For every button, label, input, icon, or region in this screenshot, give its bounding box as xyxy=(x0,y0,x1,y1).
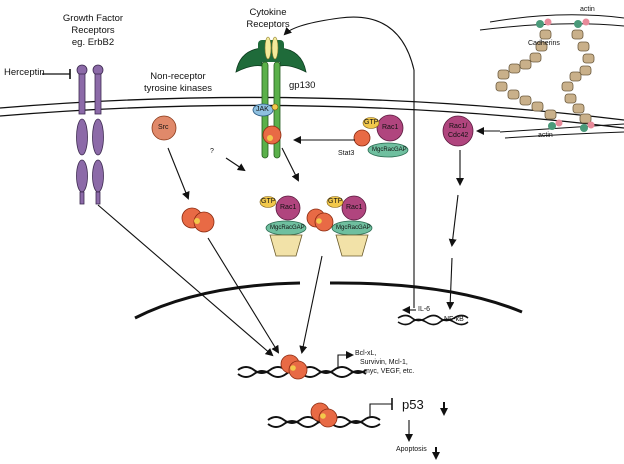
stat3-dimer xyxy=(181,207,215,233)
nuclear-membrane-right xyxy=(329,281,523,314)
label-mgcracgap-left: MgcRacGAP xyxy=(270,225,305,231)
dna-strand-nfkb xyxy=(397,314,469,322)
label-gp130: gp130 xyxy=(289,80,316,91)
label-targets-1: Bcl-xL, xyxy=(355,350,377,357)
label-actin-bottom: actin xyxy=(538,132,553,139)
cadherin-chain xyxy=(495,29,595,124)
actin-filament xyxy=(479,23,624,31)
label-question: ? xyxy=(210,148,214,155)
label-rac1-membrane: Rac1 xyxy=(382,124,399,131)
dna-strand-nfkb-2 xyxy=(397,318,469,326)
stat3-dimer-complex xyxy=(306,208,334,232)
label-rac1-cdc42: Rac1/ xyxy=(449,123,468,130)
actin-filament xyxy=(499,123,624,133)
stat3-bound xyxy=(262,125,282,145)
label-rac1-right: Rac1 xyxy=(346,204,363,211)
label-non-receptor: Non-receptor xyxy=(150,71,206,82)
label-actin-top: actin xyxy=(580,6,595,13)
label-targets-3: myc, VEGF, etc. xyxy=(364,368,415,375)
cell-membrane-inner xyxy=(0,104,624,129)
label-cytokine: Cytokine xyxy=(249,7,287,18)
label-jak: JAK xyxy=(256,106,269,113)
label-stat3: Stat3 xyxy=(338,150,355,157)
label-cadherins: Cadherins xyxy=(528,40,560,47)
signaling-arrows xyxy=(97,16,500,442)
label-gtp-membrane: GTP xyxy=(364,119,379,126)
label-mgcracgap-right: MgcRacGAP xyxy=(336,225,371,231)
label-apoptosis: Apoptosis xyxy=(396,446,427,453)
label-non-receptor-2: tyrosine kinases xyxy=(143,83,213,94)
rac1-membrane xyxy=(376,114,404,142)
label-growth-factor-3: eg. ErbB2 xyxy=(71,37,115,48)
actin-filament xyxy=(504,131,624,139)
label-herceptin: Herceptin xyxy=(4,67,45,78)
label-targets-2: Survivin, Mcl-1, xyxy=(360,359,408,366)
label-rac1-cdc42-2: Cdc42 xyxy=(448,132,469,139)
label-nfkb: NF-κB xyxy=(444,316,464,323)
label-cytokine-2: Receptors xyxy=(246,19,290,30)
erbb2-receptor xyxy=(76,64,104,205)
rac1-complex-left xyxy=(259,195,307,257)
actin-filament xyxy=(489,14,624,23)
label-growth-factor: Growth Factor xyxy=(62,13,124,24)
gtp-membrane xyxy=(362,117,380,129)
label-src: Src xyxy=(158,124,169,131)
rac1-complex-right xyxy=(326,195,373,257)
label-p53: p53 xyxy=(402,397,424,412)
stat3-membrane xyxy=(353,129,371,147)
rac1-cdc42 xyxy=(442,115,474,147)
stat3-dna-p53 xyxy=(310,402,338,428)
label-rac1-left: Rac1 xyxy=(280,204,297,211)
stat3-phosphate xyxy=(267,135,273,141)
label-gtp-right: GTP xyxy=(328,198,343,205)
jak-kinase xyxy=(252,103,274,117)
src-kinase xyxy=(151,115,177,141)
label-mgcracgap-membrane: MgcRacGAP xyxy=(372,147,407,153)
mgcracgap-membrane xyxy=(367,142,409,158)
jak-phosphate xyxy=(271,103,279,111)
actin-binding-proteins xyxy=(536,18,595,132)
label-il6: IL-6 xyxy=(418,306,431,313)
stat3-dna-targets xyxy=(280,354,308,380)
label-gtp-left: GTP xyxy=(261,198,276,205)
label-growth-factor-2: Receptors xyxy=(71,25,115,36)
nuclear-membrane-left xyxy=(134,281,301,320)
